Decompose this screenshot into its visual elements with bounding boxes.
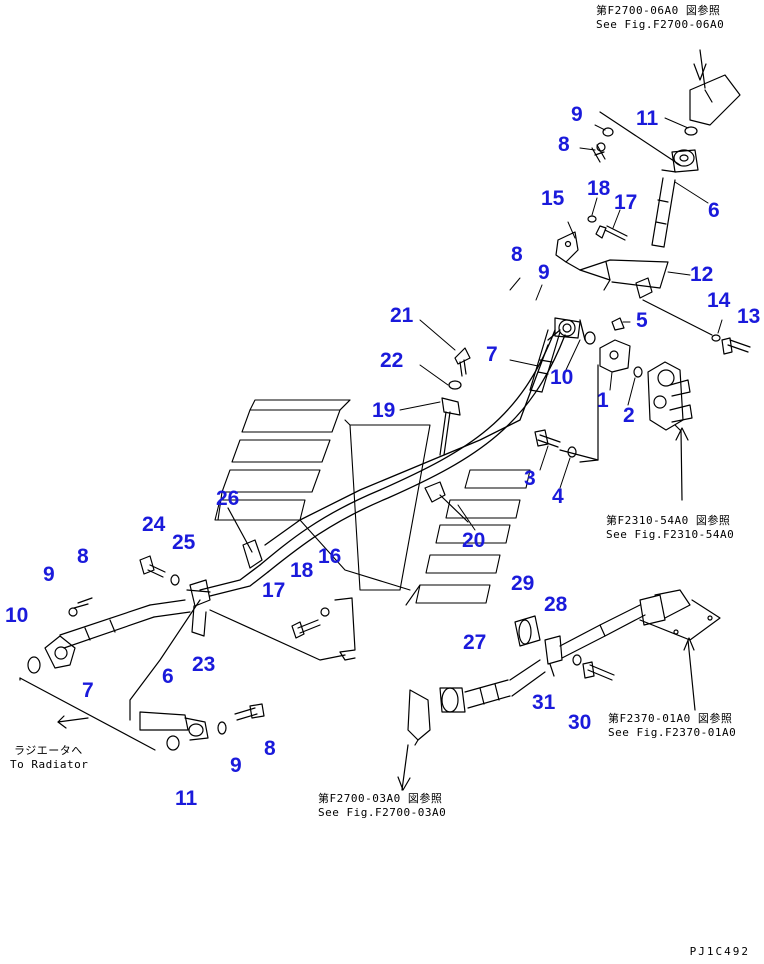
callout-31[interactable]: 31	[532, 691, 556, 714]
callout-8-left[interactable]: 8	[77, 545, 89, 568]
callout-18-left[interactable]: 18	[290, 559, 314, 582]
clamp-23	[186, 579, 211, 637]
ref-top-ja: 第F2700-06A0 図参照	[596, 4, 721, 17]
hardware-right	[635, 277, 751, 355]
frame-outline	[214, 399, 531, 606]
bracket-15	[555, 231, 669, 291]
hose-27-assembly	[397, 589, 721, 791]
callout-27[interactable]: 27	[463, 631, 487, 654]
callout-18-top[interactable]: 18	[587, 177, 611, 200]
clamp-20	[424, 481, 469, 523]
ref-right-mid-en: See Fig.F2310-54A0	[606, 527, 735, 541]
bracket-16	[209, 597, 356, 661]
callout-8-top[interactable]: 8	[558, 133, 570, 156]
callout-9-top[interactable]: 9	[571, 103, 583, 126]
callout-7-left[interactable]: 7	[82, 679, 94, 702]
callout-2[interactable]: 2	[623, 404, 635, 427]
ref-bottom-ja: 第F2700-03A0 図参照	[318, 792, 443, 805]
clamp-26	[139, 507, 263, 586]
ref-top-en: See Fig.F2700-06A0	[596, 17, 725, 31]
callout-12[interactable]: 12	[690, 263, 714, 286]
top-ref-part	[684, 49, 741, 136]
callout-21[interactable]: 21	[390, 304, 414, 327]
hose-7-lower	[27, 597, 191, 674]
callout-29[interactable]: 29	[511, 572, 535, 595]
ref-right-low-en: See Fig.F2370-01A0	[608, 725, 737, 739]
callout-20[interactable]: 20	[462, 529, 486, 552]
ref-note-top[interactable]: 第F2700-06A0 図参照 See Fig.F2700-06A0	[596, 4, 724, 32]
bolt-3	[534, 429, 599, 461]
callout-7-mid[interactable]: 7	[486, 343, 498, 366]
callout-8-low[interactable]: 8	[264, 737, 276, 760]
callout-16[interactable]: 16	[318, 545, 342, 568]
ref-note-right-mid[interactable]: 第F2310-54A0 図参照 See Fig.F2310-54A0	[606, 514, 734, 542]
callout-6-top[interactable]: 6	[708, 199, 720, 222]
bolt-21	[439, 347, 471, 456]
callout-4[interactable]: 4	[552, 485, 564, 508]
callout-10-mid[interactable]: 10	[550, 366, 574, 389]
callout-10-left[interactable]: 10	[5, 604, 29, 627]
callout-22[interactable]: 22	[380, 349, 404, 372]
leader-lines	[399, 117, 723, 531]
block-1	[579, 317, 643, 463]
ref-radiator-ja: ラジエータへ	[14, 744, 83, 757]
callout-17-left[interactable]: 17	[262, 579, 286, 602]
callout-6-low[interactable]: 6	[162, 665, 174, 688]
callout-9-low[interactable]: 9	[230, 754, 242, 777]
callout-13[interactable]: 13	[737, 305, 761, 328]
callout-14[interactable]: 14	[707, 289, 731, 312]
callout-26[interactable]: 26	[216, 487, 240, 510]
pipe-run	[199, 319, 586, 597]
callout-8-mid[interactable]: 8	[511, 243, 523, 266]
ref-note-radiator: ラジエータへ To Radiator	[10, 744, 88, 772]
hose-6-lower	[129, 599, 265, 751]
callout-1[interactable]: 1	[597, 389, 609, 412]
callout-15[interactable]: 15	[541, 187, 565, 210]
ref-right-mid-ja: 第F2310-54A0 図参照	[606, 514, 731, 527]
radiator-leader	[19, 677, 156, 751]
callout-9-left[interactable]: 9	[43, 563, 55, 586]
callout-3[interactable]: 3	[524, 467, 536, 490]
callout-30[interactable]: 30	[568, 711, 592, 734]
callout-9-mid[interactable]: 9	[538, 261, 550, 284]
callout-11-low[interactable]: 11	[175, 787, 198, 810]
callout-17-top[interactable]: 17	[614, 191, 638, 214]
ref-note-right-low[interactable]: 第F2370-01A0 図参照 See Fig.F2370-01A0	[608, 712, 736, 740]
callout-24[interactable]: 24	[142, 513, 166, 536]
ref-right-low-ja: 第F2370-01A0 図参照	[608, 712, 733, 725]
callout-25[interactable]: 25	[172, 531, 196, 554]
callout-11-top[interactable]: 11	[636, 107, 659, 130]
valve-right	[647, 361, 693, 501]
callout-23[interactable]: 23	[192, 653, 216, 676]
ref-bottom-en: See Fig.F2700-03A0	[318, 805, 447, 819]
callout-28[interactable]: 28	[544, 593, 568, 616]
hose-7-upper	[529, 317, 581, 393]
callout-19[interactable]: 19	[372, 399, 396, 422]
ref-note-bottom[interactable]: 第F2700-03A0 図参照 See Fig.F2700-03A0	[318, 792, 446, 820]
callout-5[interactable]: 5	[636, 309, 648, 332]
hose-6-upper	[599, 111, 699, 248]
hardware-top	[587, 127, 628, 241]
drawing-id: PJ1C492	[689, 945, 750, 958]
ref-radiator-en: To Radiator	[10, 757, 89, 771]
